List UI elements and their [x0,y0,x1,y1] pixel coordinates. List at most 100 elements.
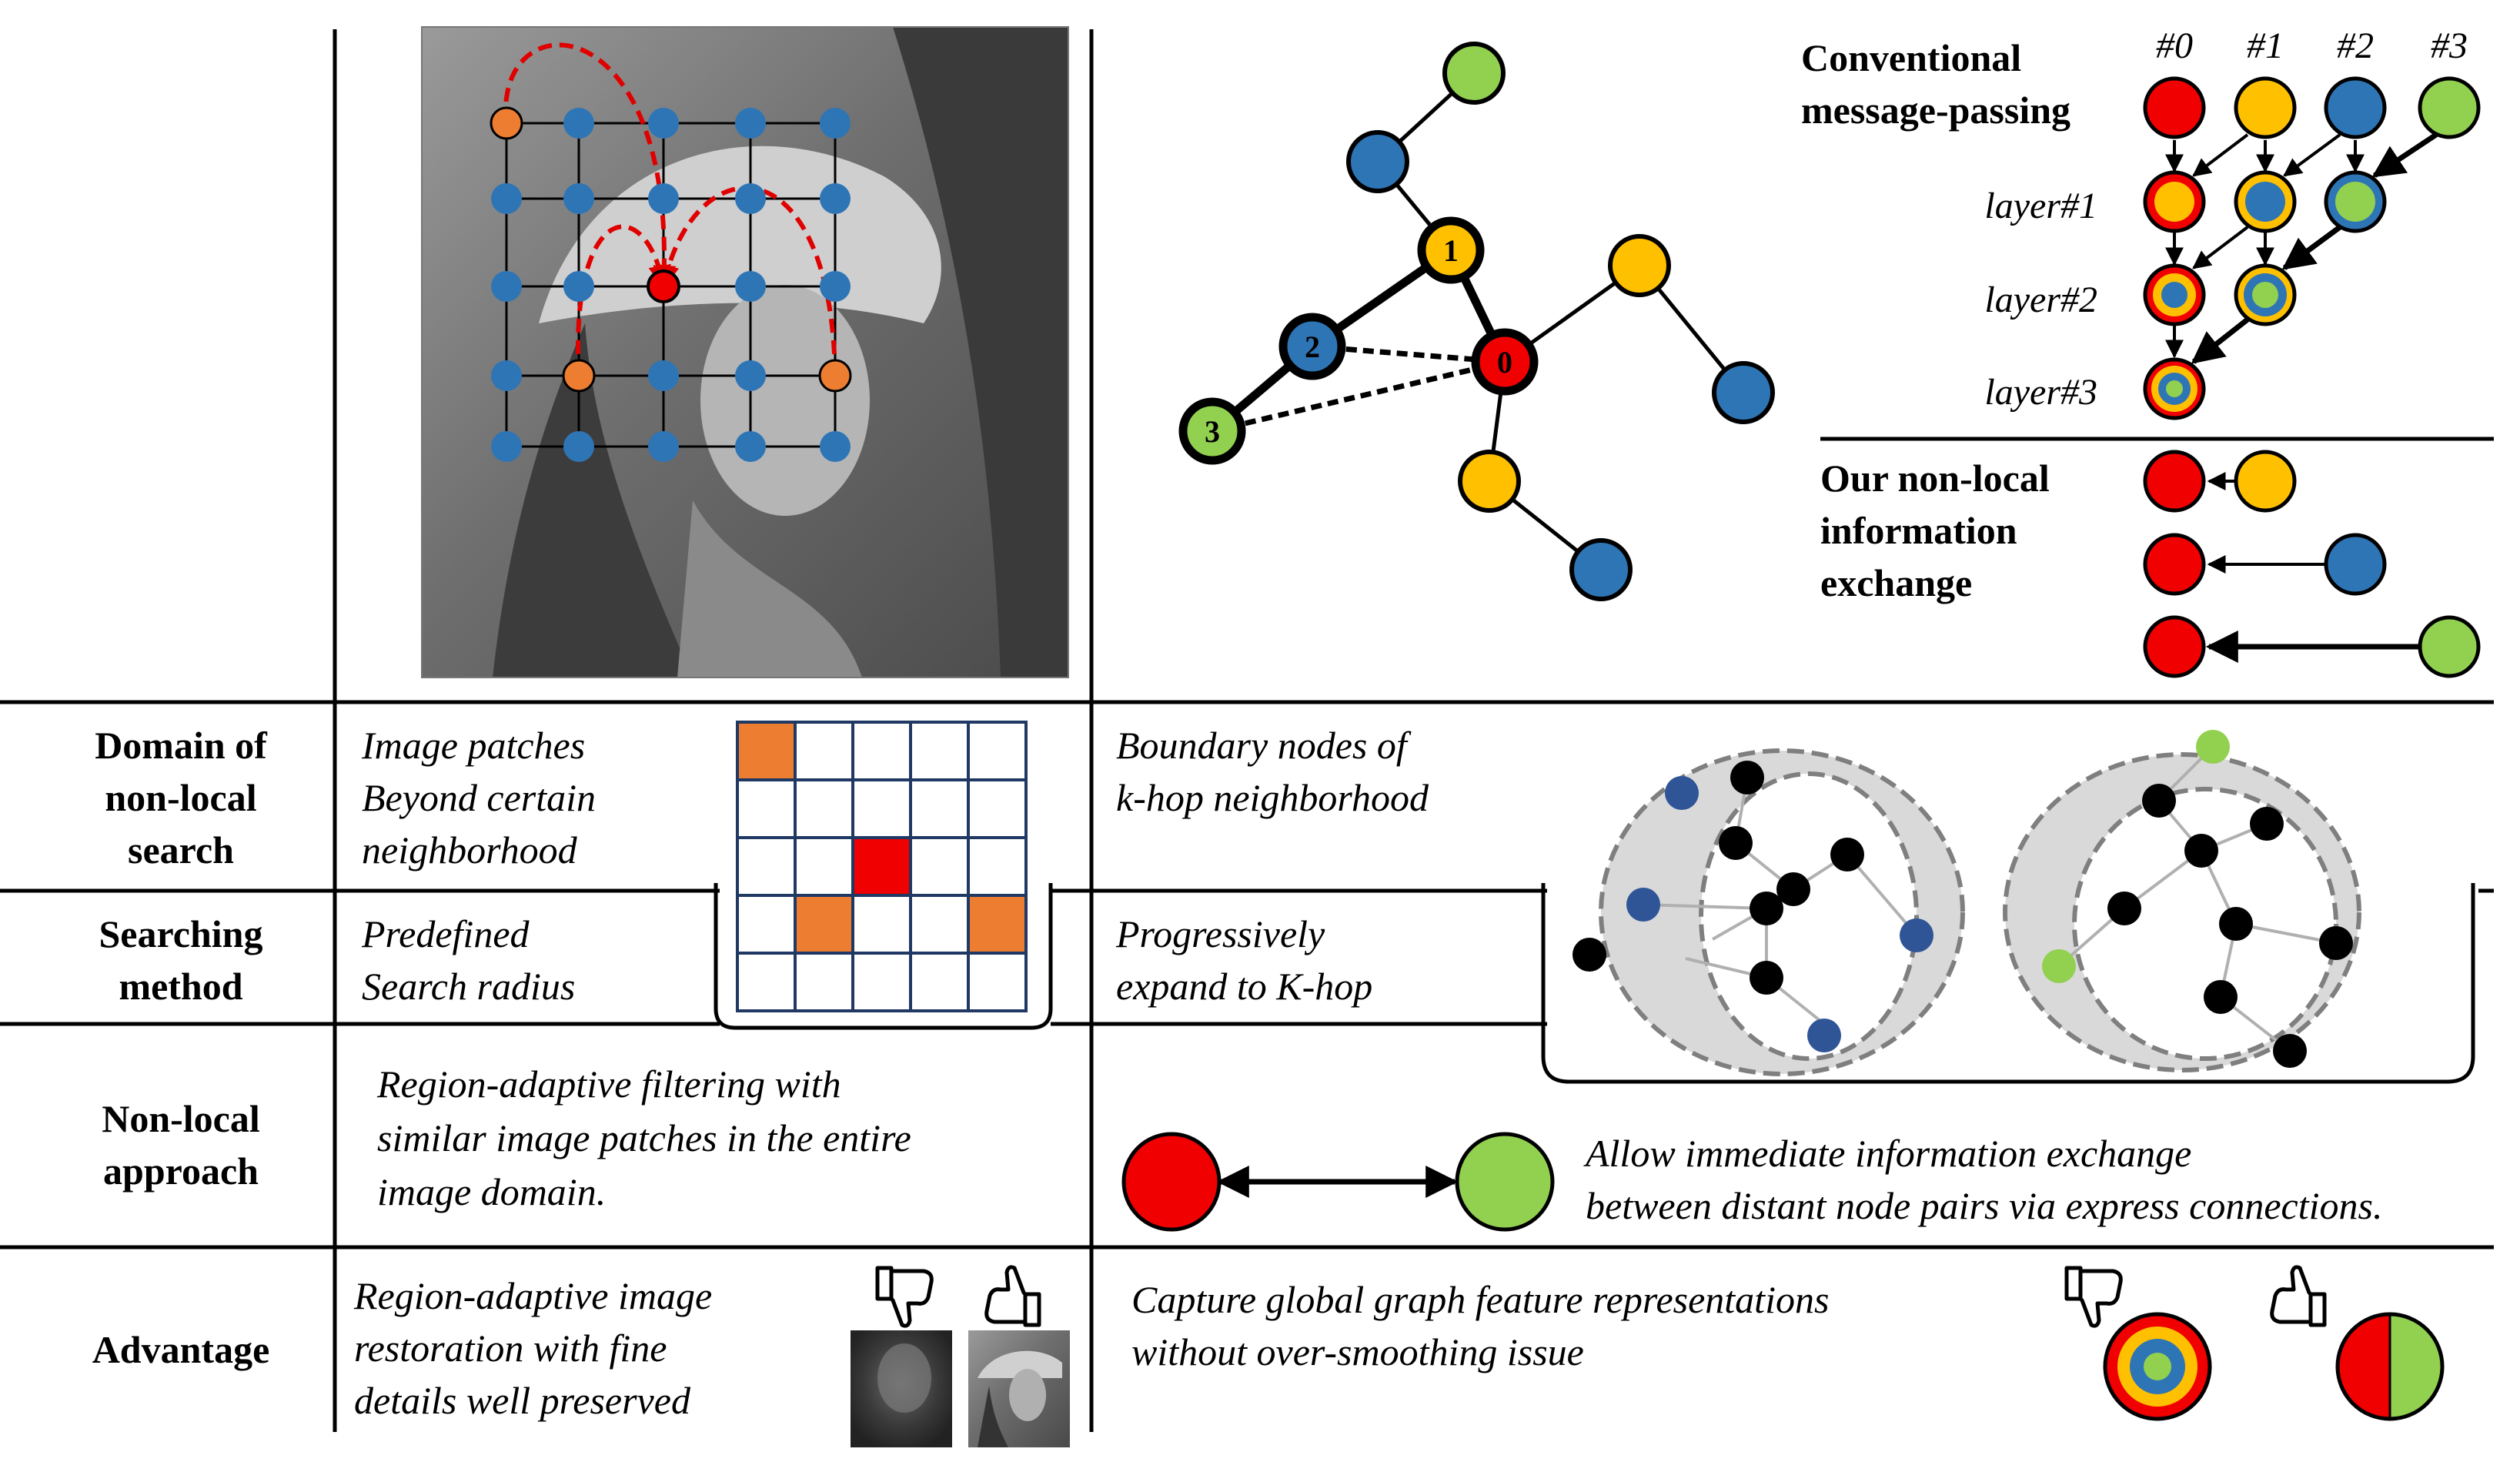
search-grid-cell [967,721,1028,781]
search-grid-cell [794,778,854,839]
search-grid-cell [794,836,854,897]
search-grid-cell [967,952,1028,1012]
domain-left-line-3: neighborhood [362,828,578,872]
grid-node [562,359,596,393]
grid-node [735,271,766,302]
oversmoothed-node [2103,1312,2212,1421]
domain-right-line-2: k-hop neighborhood [1116,776,1429,819]
approach-left-line-2: similar image patches in the entire [377,1116,911,1159]
approach-left-line-3: image domain. [377,1170,606,1213]
searching-right-line-1: Progressively [1115,912,1325,955]
graph-node-0 [1471,328,1539,396]
grid-node [820,271,851,302]
grid-node [491,271,522,302]
grid-node [490,106,523,140]
graph-node-labels: 0 1 2 3 [1205,233,1512,449]
search-grid-cell [736,836,797,897]
search-grid-cell [851,952,912,1012]
table-grid [0,29,2494,1432]
advantage-left-line-3: details well preserved [354,1379,691,1422]
graph-label-0: 0 [1497,345,1512,380]
row-labels: Domain of non-local search Searching met… [92,724,270,1371]
graph-label-1: 1 [1443,233,1459,268]
graph-column-text: Boundary nodes of k-hop neighborhood Pro… [1115,724,2382,1373]
search-grid-cell [736,778,797,839]
search-grid-cell [736,894,797,955]
searching-left-line-2: Search radius [362,965,575,1008]
graph-node [1569,538,1633,601]
search-grid-cell [794,952,854,1012]
preserved-node [2335,1312,2445,1421]
search-grid-cell [851,836,912,897]
layer-label-1: layer#1 [1984,186,2097,226]
grid-node [818,359,852,393]
search-grid-cell [967,894,1028,955]
approach-right-line-2: between distant node pairs via express c… [1586,1184,2382,1227]
domain-right-line-1: Boundary nodes of [1116,724,1412,767]
graph-label-2: 2 [1305,330,1320,364]
express-connections [2143,450,2481,678]
search-grid-cell [851,894,912,955]
search-grid-cell [967,836,1028,897]
domain-left-line-2: Beyond certain [362,776,596,819]
khop-neighborhood-1 [1572,748,1965,1076]
conventional-title-line-1: Conventional [1801,36,2021,79]
thumbs-up-icon [2270,1265,2327,1327]
graph-label-3: 3 [1205,414,1220,449]
graph-node-2 [1278,313,1346,380]
image-column-text: Image patches Beyond certain neighborhoo… [353,724,911,1422]
grid-node [563,183,594,214]
searching-right-line-2: expand to K-hop [1116,965,1372,1008]
approach-label-line-2: approach [103,1149,259,1193]
conventional-title-line-2: message-passing [1801,89,2070,132]
grid-node [735,108,766,139]
domain-label-line-3: search [128,828,234,872]
domain-label-line-2: non-local [105,776,256,819]
domain-left-line-1: Image patches [361,724,585,767]
search-grid-cell [909,836,970,897]
message-passing-nodes [2143,76,2481,420]
layer-labels: layer#1 layer#2 layer#3 [1984,186,2097,413]
grid-node [820,108,851,139]
search-grid-cell [736,952,797,1012]
graph-node-3 [1178,397,1246,465]
search-grid-cell [736,721,797,781]
search-radius-grid [736,721,1028,1012]
grid-node [563,431,594,462]
khop-neighborhood-2 [2003,730,2361,1072]
search-grid-cell [909,721,970,781]
search-grid-frame [714,883,1053,1030]
searching-label-line-2: method [119,965,242,1008]
search-grid-cell [794,721,854,781]
approach-right-line-1: Allow immediate information exchange [1583,1132,2191,1175]
grid-node [563,271,594,302]
grid-node [735,360,766,391]
restored-photo [968,1330,1070,1447]
layer-label-3: layer#3 [1984,372,2097,413]
express-connection-demo [1121,1132,1555,1232]
graph-node [1458,450,1521,513]
approach-left-line-1: Region-adaptive filtering with [376,1062,841,1106]
grid-node [820,431,851,462]
column-header-0: #0 [2156,25,2193,66]
column-header-1: #1 [2247,25,2284,66]
grid-node [648,360,679,391]
conventional-title: Conventional message-passing [1801,36,2070,132]
search-grid-cell [794,894,854,955]
searching-label-line-1: Searching [99,912,263,955]
nonlocal-title-line-1: Our non-local [1820,457,2050,500]
message-passing-arrows [2165,132,2438,364]
grid-node [648,108,679,139]
grid-node [648,431,679,462]
graph-node [1712,361,1775,424]
grid-node [820,183,851,214]
layer-label-2: layer#2 [1984,279,2097,320]
grid-node [735,183,766,214]
search-grid-cell [967,778,1028,839]
advantage-left-line-1: Region-adaptive image [353,1274,712,1317]
search-grid-cell [851,721,912,781]
search-grid-cell [909,894,970,955]
grid-nodes [490,106,852,462]
advantage-right-line-2: without over-smoothing issue [1131,1330,1584,1373]
example-graph [1178,42,1775,601]
